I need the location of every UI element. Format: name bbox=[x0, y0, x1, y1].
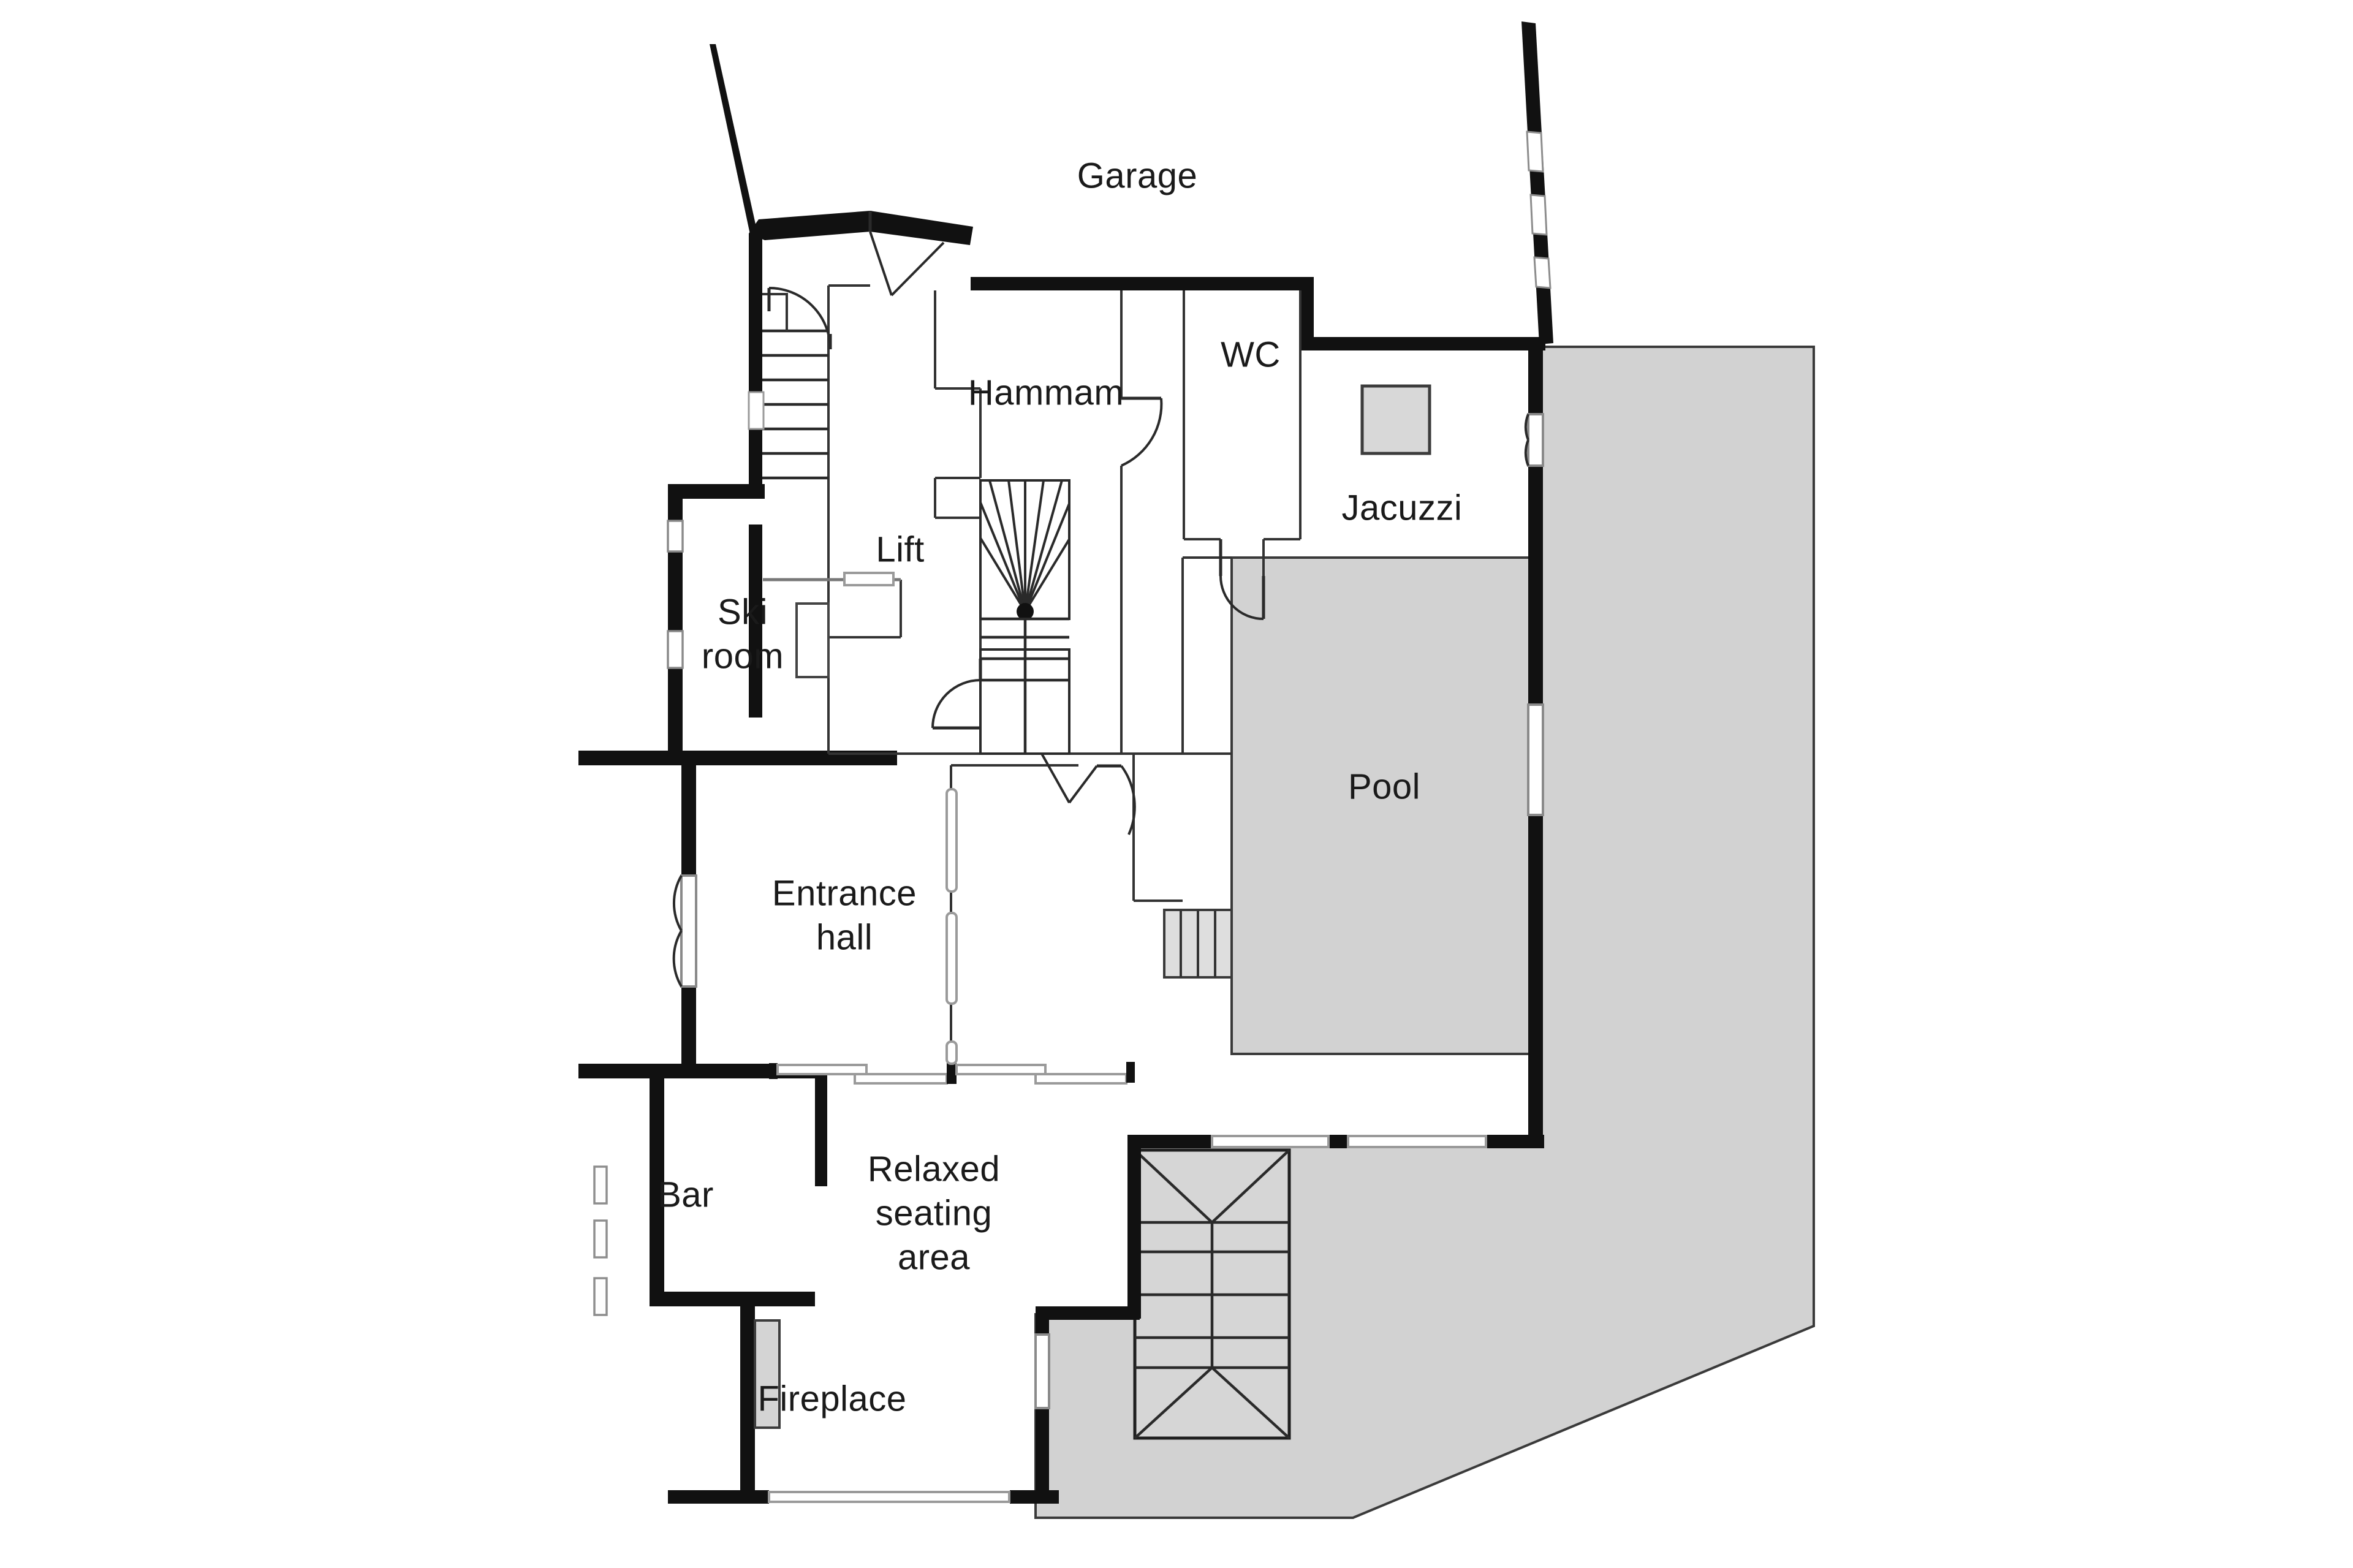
room-label-jacuzzi: Jacuzzi bbox=[1342, 488, 1463, 528]
room-label-relaxed-line2: seating bbox=[876, 1193, 993, 1233]
door-swing-icon-wc bbox=[1219, 539, 1265, 620]
window-opening-icons-bar-west bbox=[593, 1165, 608, 1316]
double-door-icon-entrance-hall bbox=[672, 874, 697, 988]
pool-water bbox=[1230, 556, 1533, 1055]
glass-partition-icon-hall-east bbox=[945, 788, 958, 1065]
window-opening-icon bbox=[748, 391, 765, 430]
window-opening-icon-pool-east bbox=[1527, 703, 1544, 816]
terrace-staircase-icon bbox=[1133, 1148, 1291, 1440]
room-label-hammam: Hammam bbox=[968, 373, 1124, 412]
window-opening-icon-seating-east bbox=[1034, 1333, 1050, 1409]
room-label-relaxed-line1: Relaxed bbox=[868, 1149, 1000, 1189]
winder-staircase-icon bbox=[979, 479, 1070, 755]
double-door-icon-entry bbox=[868, 211, 945, 297]
door-swing-icon-understair bbox=[931, 659, 982, 730]
room-label-entrance-line2: hall bbox=[816, 917, 873, 957]
window-opening-icon-ski-1 bbox=[667, 520, 684, 553]
door-swing-icon-hammam bbox=[1121, 396, 1163, 467]
double-door-icon-jacuzzi bbox=[1524, 413, 1544, 467]
room-label-relaxed-line3: area bbox=[898, 1237, 970, 1277]
room-label-pool: Pool bbox=[1348, 767, 1420, 806]
sliding-glass-door-icon-hall-south bbox=[769, 1062, 1135, 1085]
lift-door-icon bbox=[763, 572, 901, 586]
ski-room-cupboard-icon bbox=[795, 602, 830, 678]
room-label-fireplace: Fireplace bbox=[757, 1379, 906, 1418]
pool-steps-icon bbox=[1163, 909, 1233, 979]
sliding-glass-door-icon-terrace-north bbox=[1211, 1135, 1487, 1148]
room-label-entrance-line1: Entrance bbox=[772, 873, 917, 913]
fireplace-hearth-icon bbox=[754, 1319, 781, 1429]
door-swing-icon-corridor2 bbox=[1097, 764, 1136, 835]
room-label-ski-line1: Ski bbox=[718, 592, 768, 632]
room-label-garage: Garage bbox=[1077, 156, 1197, 195]
room-label-wc: WC bbox=[1221, 335, 1281, 374]
room-labels: Garage Hammam WC Jacuzzi Lift Ski room P… bbox=[657, 156, 1462, 1418]
jacuzzi-tub-icon bbox=[1360, 384, 1431, 455]
room-label-lift: Lift bbox=[876, 529, 924, 569]
window-opening-icon-ski-2 bbox=[667, 630, 684, 669]
sliding-glass-door-icon-south-facade bbox=[768, 1491, 1010, 1503]
room-label-ski-line2: room bbox=[702, 636, 784, 676]
window-openings-top-right bbox=[1526, 131, 1552, 289]
door-swing-icon-corridor bbox=[1040, 753, 1098, 804]
door-swing-icon-entry bbox=[767, 287, 832, 350]
room-label-bar: Bar bbox=[657, 1175, 714, 1214]
